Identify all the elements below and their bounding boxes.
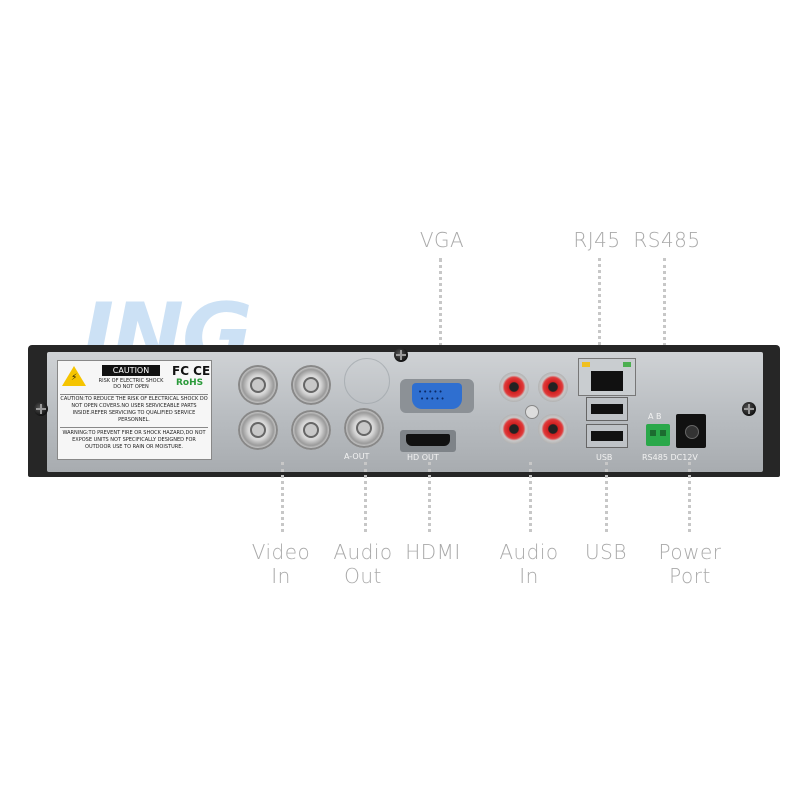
label-power-l1: Power xyxy=(658,540,722,564)
label-video-in: Video In xyxy=(246,540,316,588)
label-audio-out-l2: Out xyxy=(344,564,382,588)
rs485-pin-a xyxy=(650,430,656,436)
leader-video-in xyxy=(281,462,284,532)
label-hdmi: HDMI xyxy=(405,540,461,564)
leader-rj45 xyxy=(598,258,601,363)
label-divider-2 xyxy=(60,427,208,428)
fcc-ce-mark: FC CE xyxy=(172,364,211,378)
caution-title: CAUTION xyxy=(102,365,160,376)
audio-out-mount-ring xyxy=(344,358,390,404)
leader-vga xyxy=(439,258,442,378)
label-audio-in-l1: Audio xyxy=(499,540,559,564)
leader-rs485 xyxy=(663,258,666,418)
lightning-icon: ⚡ xyxy=(71,373,78,383)
audio-in-rca-4[interactable] xyxy=(538,414,568,444)
dc-power-jack[interactable] xyxy=(676,414,706,448)
usb-port-2-slot xyxy=(591,431,623,441)
usb-port-1[interactable] xyxy=(586,397,628,421)
label-audio-out-l1: Audio xyxy=(333,540,393,564)
usb-port-2[interactable] xyxy=(586,424,628,448)
label-rj45: RJ45 xyxy=(573,228,621,252)
label-divider xyxy=(60,394,208,395)
label-audio-out: Audio Out xyxy=(328,540,398,588)
label-audio-in: Audio In xyxy=(494,540,564,588)
screw-right xyxy=(742,402,756,416)
video-in-bnc-4[interactable] xyxy=(291,410,331,450)
risk-text-1: RISK OF ELECTRIC SHOCK xyxy=(98,378,164,384)
rohs-mark: RoHS xyxy=(176,378,204,388)
audio-out-silk: A-OUT xyxy=(344,452,370,461)
label-power-l2: Port xyxy=(669,564,711,588)
screw-left xyxy=(34,402,48,416)
leader-hdmi xyxy=(428,462,431,532)
rj45-port[interactable] xyxy=(591,371,623,391)
leader-usb xyxy=(605,462,608,532)
rj45-led-right xyxy=(623,362,631,367)
vga-pins-row2: ••••• xyxy=(420,395,446,403)
risk-text-2: DO NOT OPEN xyxy=(113,384,149,390)
label-video-in-l1: Video xyxy=(251,540,311,564)
leader-power xyxy=(688,462,691,532)
video-in-bnc-1[interactable] xyxy=(238,365,278,405)
rj45-housing xyxy=(578,358,636,396)
usb-port-1-slot xyxy=(591,404,623,414)
warning-triangle-icon xyxy=(62,366,86,386)
label-rs485: RS485 xyxy=(633,228,701,252)
warning-label: ⚡ CAUTION RISK OF ELECTRIC SHOCK DO NOT … xyxy=(57,360,212,460)
vga-pins: ••••• xyxy=(418,388,444,396)
usb-silk: USB xyxy=(596,453,613,462)
leader-audio-out xyxy=(364,462,367,532)
label-power-port: Power Port xyxy=(648,540,732,588)
warning-body: WARNING:TO PREVENT FIRE OR SHOCK HAZARD,… xyxy=(62,430,206,450)
audio-in-rca-1[interactable] xyxy=(499,372,529,402)
label-usb: USB xyxy=(585,540,627,564)
video-in-bnc-2[interactable] xyxy=(291,365,331,405)
rs485-terminal[interactable] xyxy=(646,424,670,446)
label-video-in-l2: In xyxy=(271,564,291,588)
vga-port[interactable]: ••••• ••••• xyxy=(412,383,462,409)
screw-top xyxy=(394,348,408,362)
rs485-dc-silk: RS485 DC12V xyxy=(642,453,698,462)
leader-audio-in xyxy=(529,462,532,532)
hdmi-silk: HD OUT xyxy=(407,453,439,462)
hdmi-port[interactable] xyxy=(406,434,450,446)
audio-out-bnc[interactable] xyxy=(344,408,384,448)
rs485-pin-b xyxy=(660,430,666,436)
caution-body: CAUTION:TO REDUCE THE RISK OF ELECTRICAL… xyxy=(60,396,208,423)
rj45-led-left xyxy=(582,362,590,367)
audio-in-rca-2[interactable] xyxy=(538,372,568,402)
dc-power-socket xyxy=(685,425,699,439)
video-in-bnc-3[interactable] xyxy=(238,410,278,450)
label-audio-in-l2: In xyxy=(519,564,539,588)
rs485-ab-silk: A B xyxy=(648,412,662,421)
label-vga: VGA xyxy=(419,228,465,252)
audio-in-rca-3[interactable] xyxy=(499,414,529,444)
ground-screw xyxy=(525,405,539,419)
